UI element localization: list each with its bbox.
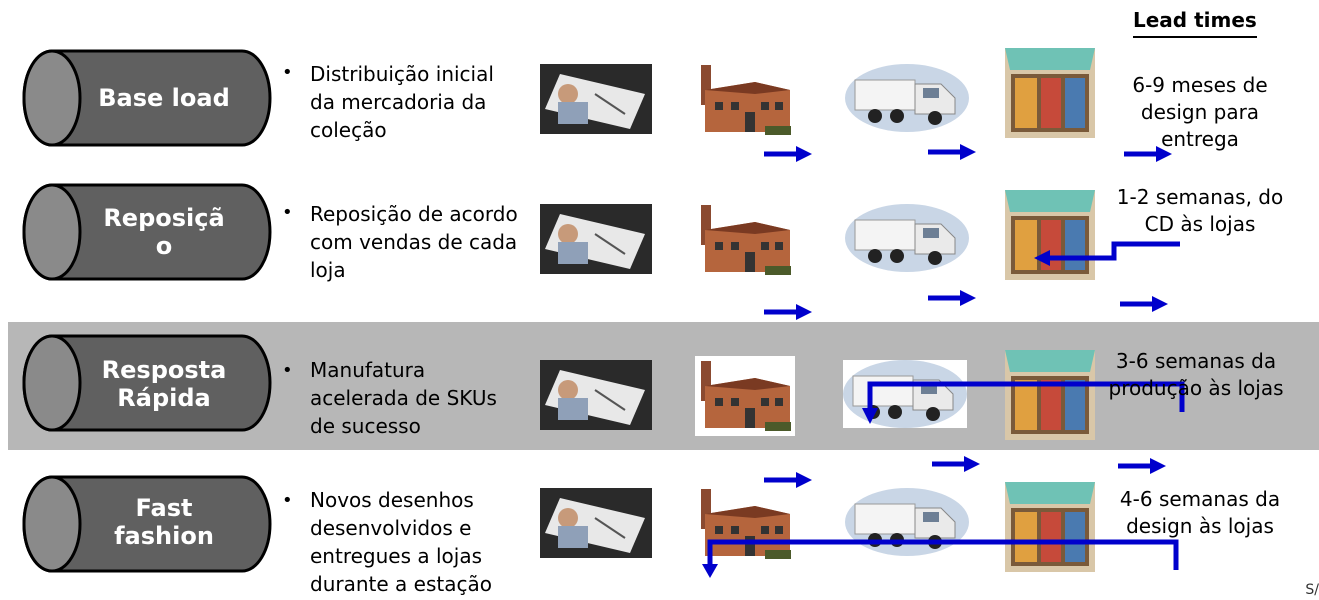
cut-off-text: S/ (1305, 582, 1319, 598)
designer-photo (540, 488, 652, 558)
truck-icon (845, 64, 969, 132)
lead-time-text: 6-9 meses de design para entrega (1132, 73, 1268, 151)
row-description: Novos desenhos desenvolvidos e entregues… (310, 488, 492, 596)
row-description: Reposição de acordo com vendas de cada l… (310, 202, 518, 282)
truck-icon (845, 204, 969, 272)
right-arrow-icon (928, 290, 976, 306)
row-label: Reposiçã o (94, 204, 234, 260)
designer-photo (540, 360, 652, 430)
right-arrow-icon (1118, 458, 1166, 474)
designer-photo (540, 64, 652, 134)
row-label-line: Resposta (101, 356, 227, 384)
cylinder-shape (22, 334, 272, 432)
bullet: • (282, 202, 293, 223)
row-label-line: fashion (114, 522, 214, 550)
row-label-line: Fast (135, 494, 193, 522)
bullet: • (282, 490, 293, 511)
store-icon (1005, 48, 1095, 138)
truck-icon (845, 488, 969, 556)
right-arrow-icon (764, 472, 812, 488)
right-arrow-icon (1120, 296, 1168, 312)
cylinder-fast-fashion (22, 474, 272, 578)
return-arrow-fast-fashion (702, 539, 1179, 578)
right-arrow-icon (928, 144, 976, 160)
lead-time-text: 1-2 semanas, do CD às lojas (1116, 185, 1284, 236)
right-arrow-icon (1124, 146, 1172, 162)
factory-icon (695, 356, 795, 436)
factory-icon (701, 205, 791, 275)
cylinder-shape (22, 475, 272, 573)
row-label: Resposta Rápida (94, 356, 234, 412)
cylinder-resposta-rapida (22, 333, 272, 437)
cylinder-shape (22, 183, 272, 281)
store-icon (1005, 482, 1095, 572)
cylinder-shape (22, 49, 272, 147)
lead-time-text: 3-6 semanas da produção às lojas (1108, 349, 1284, 400)
lead-time-text: 4-6 semanas da design às lojas (1119, 487, 1281, 538)
row-label-line: Base load (98, 84, 230, 112)
row-label-line: Rápida (117, 384, 211, 412)
row-label-line: o (155, 232, 173, 260)
factory-icon (701, 65, 791, 135)
right-arrow-icon (932, 456, 980, 472)
bullet: • (282, 62, 293, 83)
row-label: Base load (94, 84, 234, 112)
row-label: Fast fashion (94, 494, 234, 550)
row-description: Distribuição inicial da mercadoria da co… (310, 62, 494, 142)
row-label-line: Reposiçã (103, 204, 225, 232)
designer-photo (540, 204, 652, 274)
return-arrow-resposta (862, 381, 1185, 424)
cylinder-base-load (22, 48, 272, 152)
right-arrow-icon (764, 146, 812, 162)
row-description: Manufatura acelerada de SKUs de sucesso (310, 358, 497, 438)
lead-times-header: Lead times (1133, 8, 1257, 38)
return-arrow-reposicao (1034, 241, 1180, 266)
bullet: • (282, 360, 293, 381)
cylinder-reposicao (22, 182, 272, 286)
right-arrow-icon (764, 304, 812, 320)
